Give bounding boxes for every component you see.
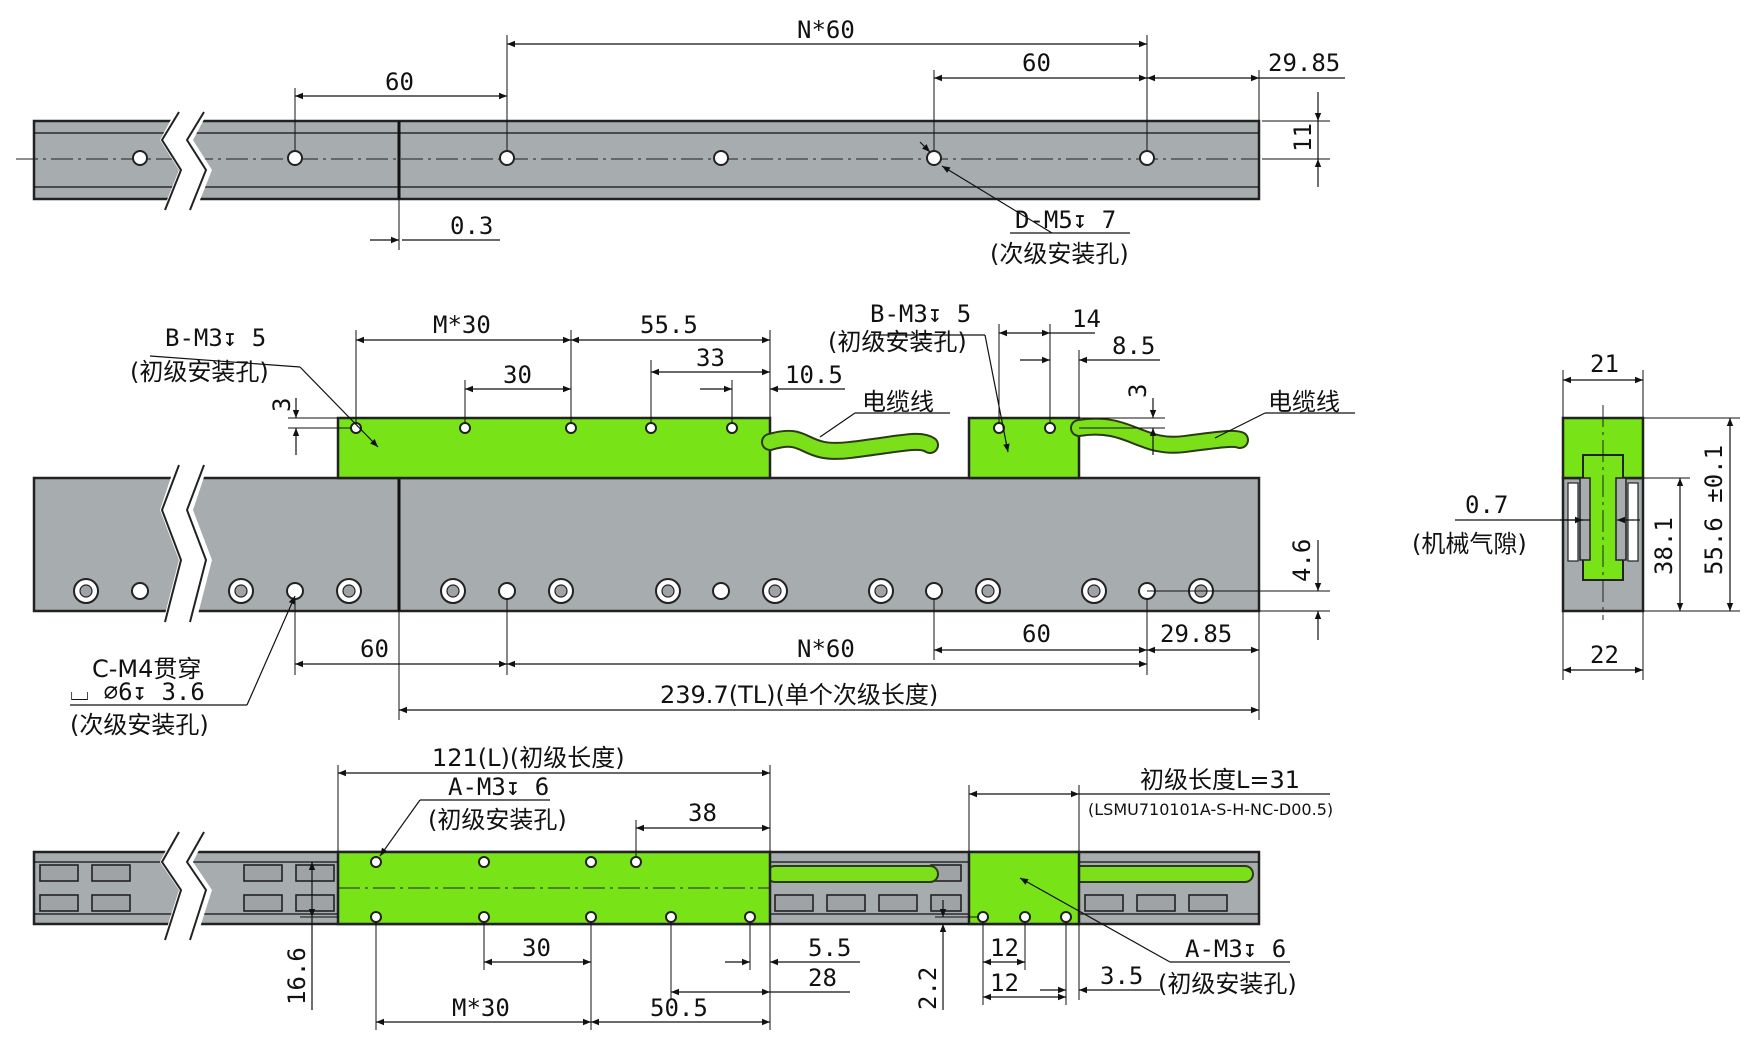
note-primary-mount-middle-left: (初级安装孔) bbox=[130, 358, 269, 386]
dim-239-7-tl: 239.7(TL)(单个次级长度) bbox=[660, 681, 938, 709]
label-a-m3-left: A-M3↧ 6 bbox=[448, 773, 549, 801]
middle-holes bbox=[73, 578, 1214, 604]
dim-2-2: 2.2 bbox=[914, 967, 942, 1010]
cable-long-side bbox=[763, 431, 937, 458]
dim-29-85-top: 29.85 bbox=[1268, 49, 1340, 77]
dim-16-6: 16.6 bbox=[283, 947, 311, 1005]
primary-block-short-side bbox=[967, 416, 1081, 480]
bottom-green-holes bbox=[370, 856, 756, 923]
break-mark-middle bbox=[160, 465, 212, 622]
note-primary-mount-middle-right: (初级安装孔) bbox=[828, 328, 967, 356]
dim-10-5: 10.5 bbox=[785, 361, 843, 389]
top-holes bbox=[132, 150, 1155, 166]
gap-note: (机械气隙) bbox=[1412, 530, 1527, 558]
dim-121-l: 121(L)(初级长度) bbox=[432, 744, 625, 772]
label-b-m3-left: B-M3↧ 5 bbox=[165, 324, 266, 352]
top-view: N*60 60 60 29.85 11 0.3 D-M5↧ 7 (次级安装孔) bbox=[16, 16, 1345, 268]
label-cable-left: 电缆线 bbox=[862, 388, 934, 416]
dim-12-b: 12 bbox=[990, 969, 1019, 997]
dim-3-right: 3 bbox=[1124, 384, 1152, 398]
dim-3-5: 3.5 bbox=[1100, 962, 1143, 990]
dim-3-left: 3 bbox=[268, 398, 296, 412]
label-a-m3-right: A-M3↧ 6 bbox=[1185, 935, 1286, 963]
dim-60-middle-left: 60 bbox=[360, 635, 389, 663]
bottom-slots bbox=[39, 864, 1228, 912]
note-secondary-mount-top: (次级安装孔) bbox=[990, 240, 1129, 268]
dim-28: 28 bbox=[808, 964, 837, 992]
side-view: 21 22 55.6 ±0.1 38.1 0.7 (机械气隙) bbox=[1412, 350, 1740, 680]
label-b-m3-right: B-M3↧ 5 bbox=[870, 300, 971, 328]
dim-4-6: 4.6 bbox=[1288, 539, 1316, 582]
dim-n60-middle: N*60 bbox=[797, 635, 855, 663]
dim-60-middle-right: 60 bbox=[1022, 620, 1051, 648]
dim-n60-top: N*60 bbox=[797, 16, 855, 44]
dim-m30-bottom: M*30 bbox=[452, 994, 510, 1022]
dim-21: 21 bbox=[1590, 350, 1619, 378]
dim-38-1: 38.1 bbox=[1650, 517, 1678, 575]
dim-55-6: 55.6 ±0.1 bbox=[1700, 445, 1728, 575]
note-primary-mount-bottom-right: (初级安装孔) bbox=[1158, 970, 1297, 998]
note-secondary-mount-middle: (次级安装孔) bbox=[70, 711, 209, 739]
dim-5-5: 5.5 bbox=[808, 934, 851, 962]
label-d-m5: D-M5↧ 7 bbox=[1015, 206, 1116, 234]
top-rail bbox=[32, 119, 1261, 201]
dim-50-5: 50.5 bbox=[650, 994, 708, 1022]
dim-55-5: 55.5 bbox=[640, 311, 698, 339]
dim-8-5: 8.5 bbox=[1112, 332, 1155, 360]
primary-block-long-side bbox=[336, 416, 772, 480]
label-c-m4: C-M4贯穿 bbox=[92, 655, 201, 683]
middle-rail bbox=[32, 476, 1261, 613]
bottom-view: 121(L)(初级长度) 38 A-M3↧ 6 (初级安装孔) 16.6 30 … bbox=[32, 744, 1333, 1030]
label-l31-title: 初级长度L=31 bbox=[1140, 766, 1300, 794]
gap-value: 0.7 bbox=[1465, 491, 1508, 519]
dim-33: 33 bbox=[696, 344, 725, 372]
dim-m30-middle: M*30 bbox=[433, 311, 491, 339]
dim-38: 38 bbox=[688, 799, 717, 827]
dim-12-a: 12 bbox=[990, 934, 1019, 962]
dim-30-middle: 30 bbox=[503, 361, 532, 389]
dim-30-bottom: 30 bbox=[522, 934, 551, 962]
dim-0-3: 0.3 bbox=[450, 212, 493, 240]
label-c-counterbore: ⌴ ∅6↧ 3.6 bbox=[70, 678, 205, 706]
dim-60-top-right: 60 bbox=[1022, 49, 1051, 77]
dim-29-85-middle: 29.85 bbox=[1160, 620, 1232, 648]
dim-11-top: 11 bbox=[1289, 123, 1317, 152]
note-primary-mount-bottom-left: (初级安装孔) bbox=[428, 806, 567, 834]
middle-view: M*30 55.5 30 33 10.5 3 B-M3↧ 5 (初级安装孔) 电… bbox=[32, 300, 1355, 739]
label-l31-model: (LSMU710101A-S-H-NC-D00.5) bbox=[1088, 800, 1333, 819]
dim-14: 14 bbox=[1072, 305, 1101, 333]
label-cable-right: 电缆线 bbox=[1268, 388, 1340, 416]
dim-22: 22 bbox=[1590, 641, 1619, 669]
dim-60-top-left: 60 bbox=[385, 68, 414, 96]
